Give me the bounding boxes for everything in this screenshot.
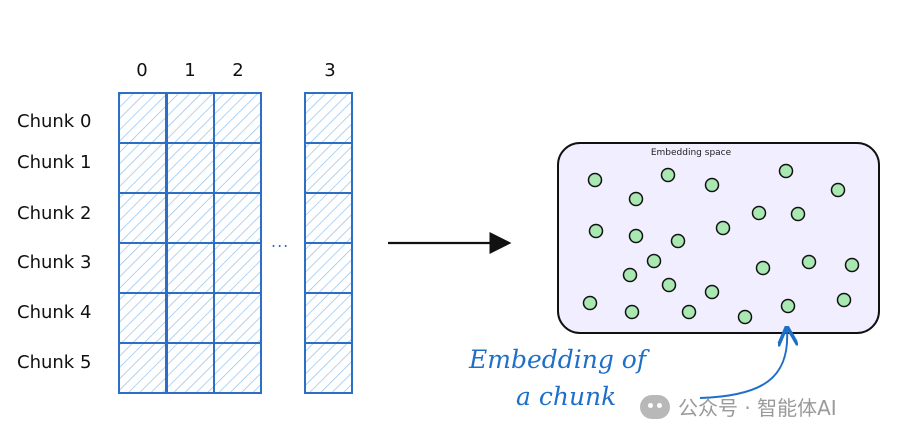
embedding-point xyxy=(780,298,796,314)
caption-line-2: a chunk xyxy=(516,382,617,411)
matrix-cell-r1-c3 xyxy=(304,142,353,194)
embedding-point xyxy=(704,284,720,300)
matrix-cell-r5-c0 xyxy=(118,342,167,394)
row-label-chunk-3: Chunk 3 xyxy=(17,252,92,273)
matrix-cell-r5-c3 xyxy=(304,342,353,394)
matrix-cell-r1-c0 xyxy=(118,142,167,194)
embedding-point xyxy=(588,223,604,239)
embedding-point xyxy=(624,304,640,320)
row-label-chunk-4: Chunk 4 xyxy=(17,302,92,323)
row-label-chunk-0: Chunk 0 xyxy=(17,111,92,132)
matrix-cell-r2-c1 xyxy=(166,192,215,244)
matrix-cell-r4-c3 xyxy=(304,292,353,344)
embedding-point xyxy=(628,228,644,244)
matrix-cell-r2-c0 xyxy=(118,192,167,244)
matrix-cell-r4-c1 xyxy=(166,292,215,344)
matrix-cell-r2-c2 xyxy=(213,192,262,244)
embedding-space-box xyxy=(557,142,880,334)
matrix-cell-r0-c0 xyxy=(118,92,167,144)
matrix-cell-r4-c2 xyxy=(213,292,262,344)
embedding-point xyxy=(778,163,794,179)
matrix-cell-r0-c2 xyxy=(213,92,262,144)
embedding-point xyxy=(704,177,720,193)
embedding-point xyxy=(587,172,603,188)
caption-line-1: Embedding of xyxy=(469,345,647,374)
row-label-chunk-5: Chunk 5 xyxy=(17,352,92,373)
embedding-point xyxy=(681,304,697,320)
column-label-0: 0 xyxy=(136,60,148,81)
matrix-cell-r3-c2 xyxy=(213,242,262,294)
caption-arrow xyxy=(699,330,787,399)
matrix-cell-r5-c2 xyxy=(213,342,262,394)
row-label-chunk-1: Chunk 1 xyxy=(17,152,92,173)
watermark-text: 公众号 · 智能体AI xyxy=(678,396,837,420)
embedding-point xyxy=(790,206,806,222)
matrix-cell-r0-c3 xyxy=(304,92,353,144)
matrix-cell-r3-c3 xyxy=(304,242,353,294)
embedding-point xyxy=(661,277,677,293)
watermark: 公众号 · 智能体AI xyxy=(640,392,837,421)
embedding-space-title: Embedding space xyxy=(650,148,732,158)
wechat-icon xyxy=(640,394,670,419)
embedding-point xyxy=(836,292,852,308)
embedding-point xyxy=(751,205,767,221)
embedding-point xyxy=(801,254,817,270)
column-label-3: 3 xyxy=(324,60,336,81)
embedding-points xyxy=(582,163,860,325)
embedding-point xyxy=(622,267,638,283)
embedding-point xyxy=(670,233,686,249)
embedding-point xyxy=(660,167,676,183)
embedding-point xyxy=(628,191,644,207)
embedding-point xyxy=(715,220,731,236)
matrix-cell-r3-c0 xyxy=(118,242,167,294)
embedding-matrix xyxy=(118,92,353,394)
embedding-point xyxy=(737,309,753,325)
matrix-cell-r3-c1 xyxy=(166,242,215,294)
matrix-cell-r5-c1 xyxy=(166,342,215,394)
matrix-ellipsis: ... xyxy=(271,232,290,251)
column-label-2: 2 xyxy=(232,60,244,81)
row-label-chunk-2: Chunk 2 xyxy=(17,203,92,224)
matrix-cell-r2-c3 xyxy=(304,192,353,244)
embedding-point xyxy=(646,253,662,269)
column-label-1: 1 xyxy=(184,60,196,81)
embedding-point xyxy=(830,182,846,198)
embedding-point xyxy=(582,295,598,311)
matrix-cell-r1-c2 xyxy=(213,142,262,194)
matrix-cell-r0-c1 xyxy=(166,92,215,144)
matrix-cell-r4-c0 xyxy=(118,292,167,344)
matrix-cell-r1-c1 xyxy=(166,142,215,194)
embedding-point xyxy=(755,260,771,276)
embedding-point xyxy=(844,257,860,273)
